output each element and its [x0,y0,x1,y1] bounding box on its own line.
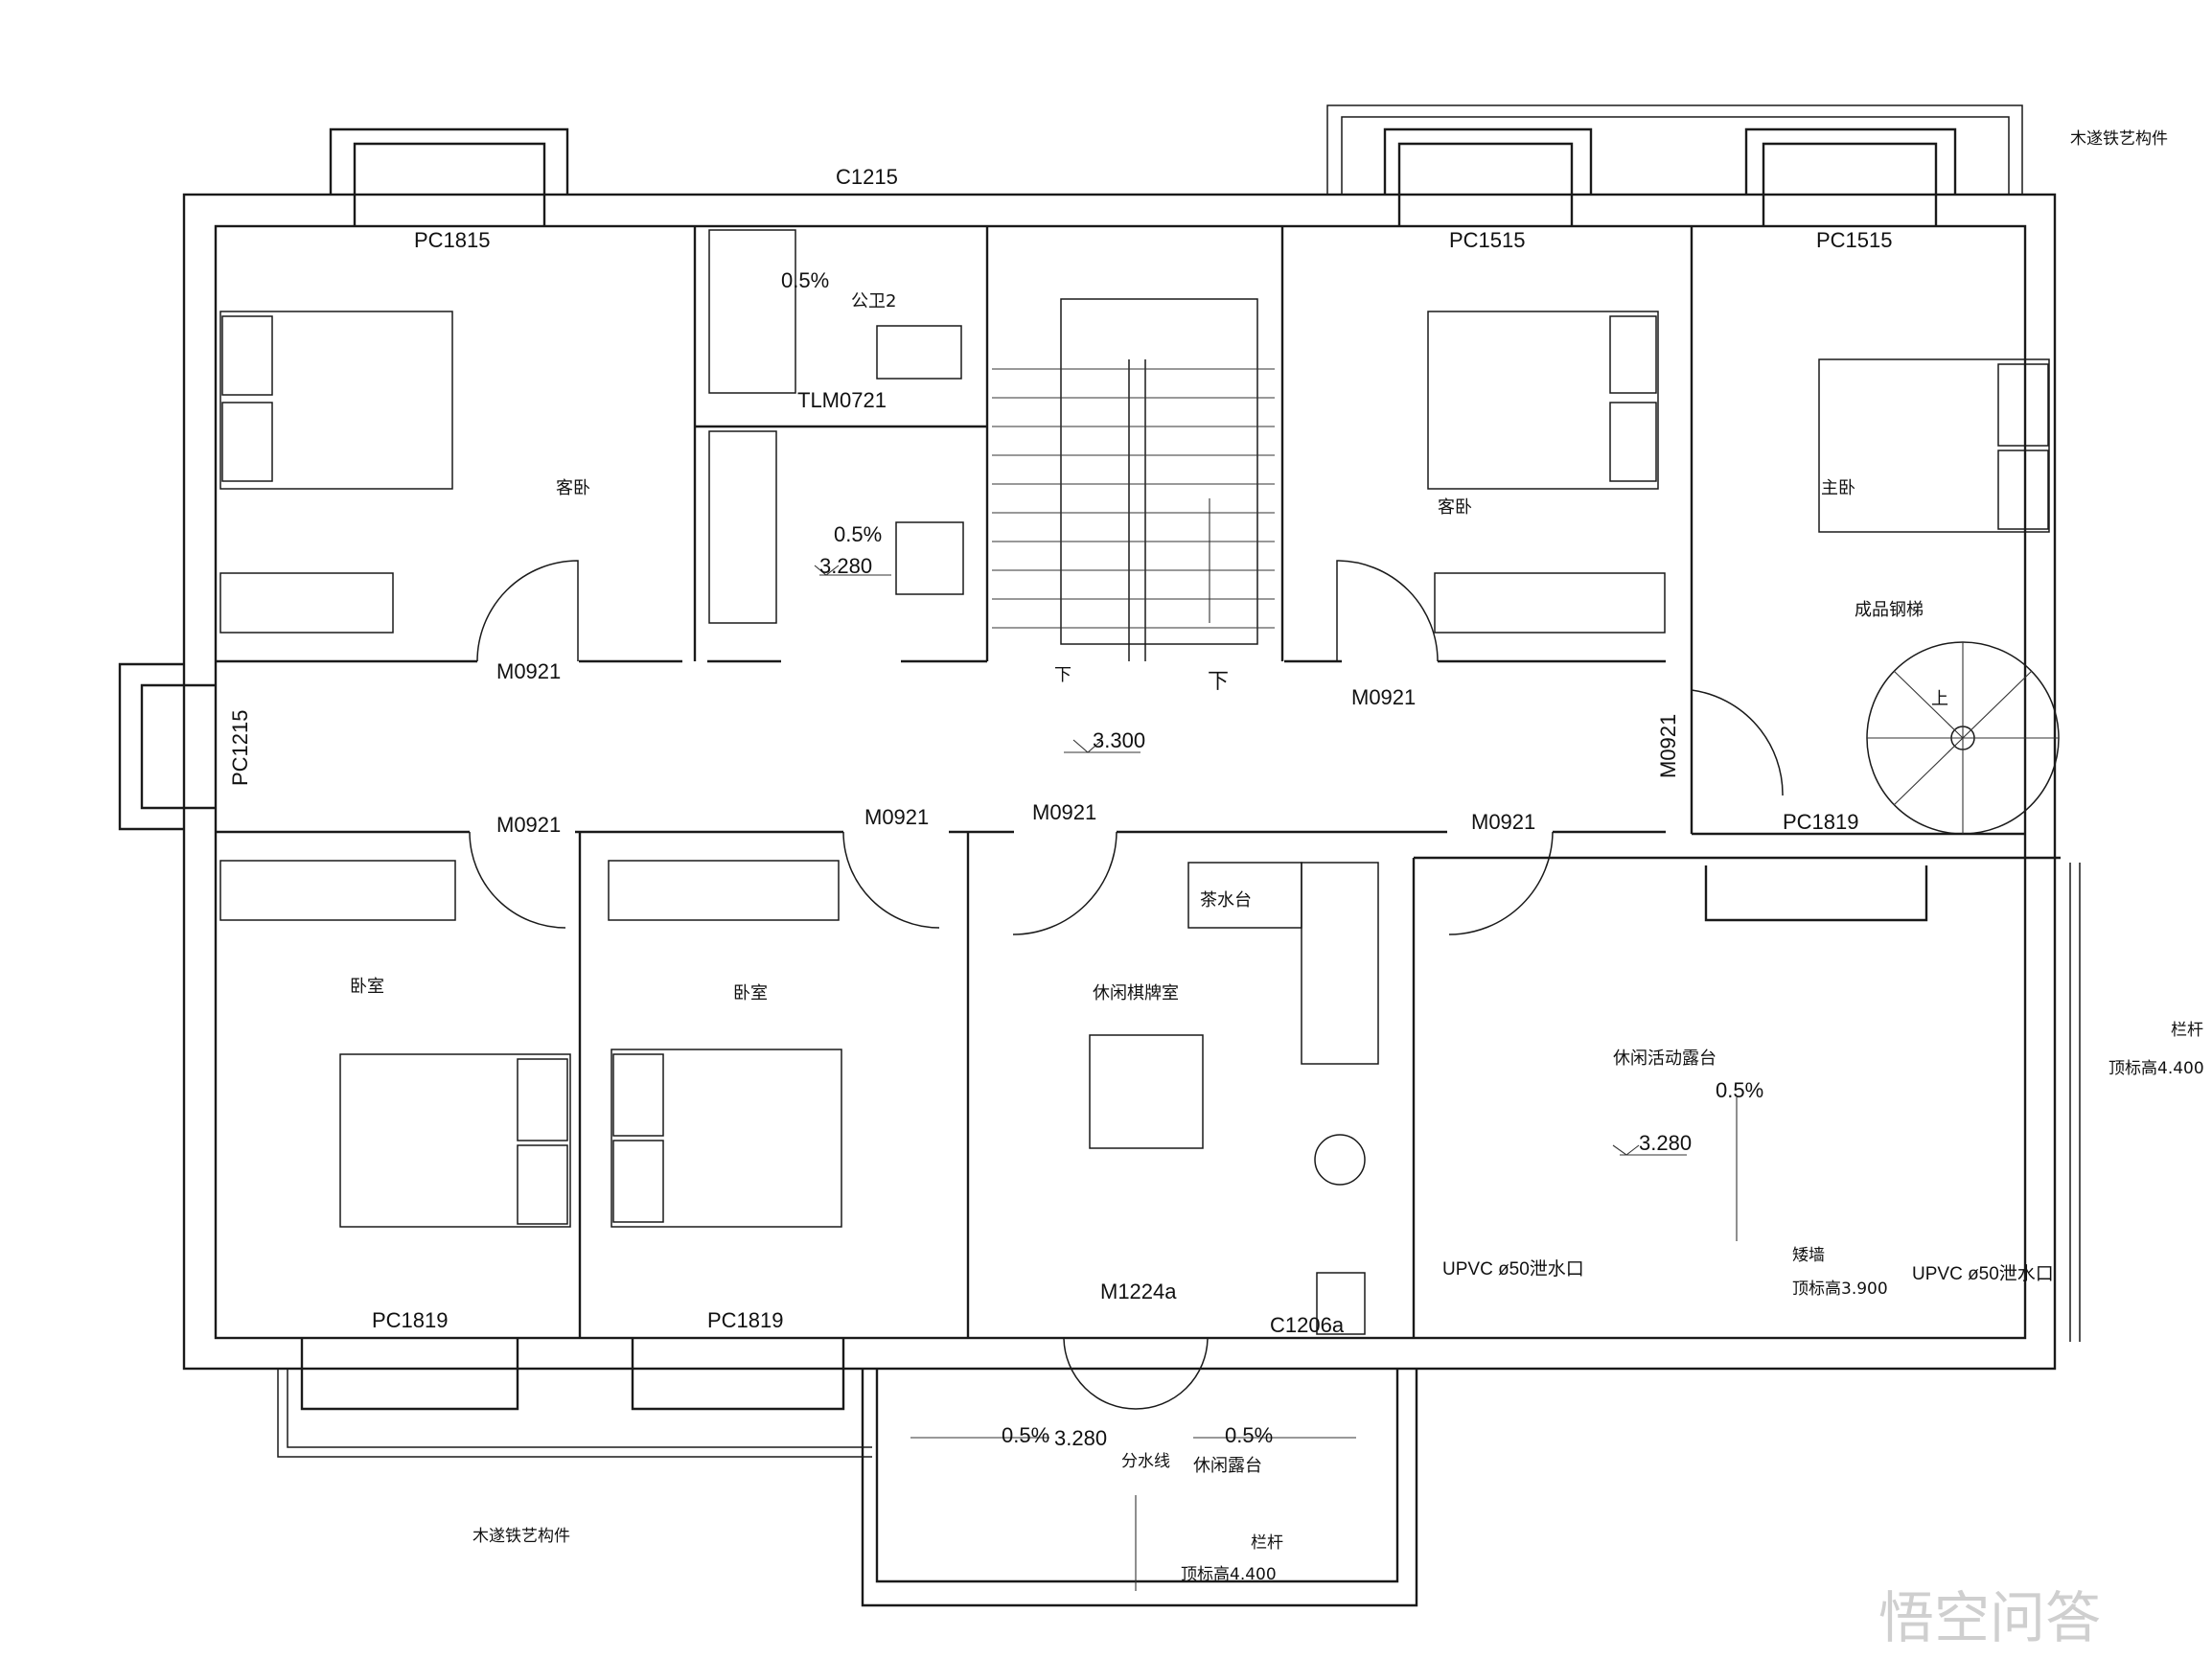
bed-icon [339,1053,571,1228]
room-label: 休闲活动露台 [1613,1049,1717,1069]
annotation: 栏杆 [1251,1533,1283,1553]
level-value: 3.280 [819,554,872,578]
door-code: TLM0721 [797,388,887,412]
window-code: PC1819 [707,1308,784,1332]
bed-icon [1427,311,1659,490]
sink-icon [708,430,777,624]
room-label: 卧室 [350,977,384,997]
slope-value: 0.5% [781,268,829,292]
room-label: 休闲露台 [1193,1456,1262,1476]
annotation: 木遂铁艺构件 [2070,129,2168,149]
level-value: 3.300 [1093,728,1145,752]
slope-value: 0.5% [1225,1423,1273,1447]
tea-cabinet-icon [1301,862,1379,1065]
window-code: PC1215 [228,709,252,786]
window-code: PC1819 [1783,810,1859,834]
annotation: 木遂铁艺构件 [472,1527,570,1546]
annotation: 顶标高3.900 [1792,1280,1888,1299]
room-label: 休闲棋牌室 [1093,983,1179,1003]
stair-direction: 下 [1054,665,1071,685]
room-label: 主卧 [1821,478,1855,498]
window-code: PC1515 [1449,228,1526,252]
annotation: UPVC ø50泄水口 [1442,1258,1584,1280]
wardrobe-icon [1434,572,1666,634]
slope-value: 0.5% [1002,1423,1049,1447]
stair-direction: 上 [1931,689,1948,709]
window-code: PC1819 [372,1308,449,1332]
furniture [219,229,2050,1335]
watermark: 悟空问答 [1878,1585,2101,1650]
slope-value: 0.5% [834,522,882,546]
annotation: 顶标高4.400 [1181,1565,1277,1584]
stairwell [992,298,1275,661]
annotation: 顶标高4.400 [2108,1059,2204,1078]
room-label: 客卧 [556,478,590,498]
level-value: 3.280 [1639,1131,1692,1155]
door-code: M1224a [1100,1280,1177,1303]
room-label: 茶水台 [1200,890,1252,911]
toilet-icon [876,325,962,380]
window-code: C1215 [836,165,898,189]
wardrobe-icon [219,860,456,921]
room-label: 成品钢梯 [1855,600,1924,620]
annotation: 矮墙 [1792,1246,1825,1265]
annotation: 栏杆 [2171,1021,2203,1040]
window-code: PC1515 [1816,228,1893,252]
exterior-walls [118,104,2057,1371]
level-value: 3.280 [1054,1426,1107,1450]
door-code: M0921 [1656,714,1680,778]
door-code: M0921 [496,659,561,683]
annotation: UPVC ø50泄水口 [1912,1263,2054,1284]
door-code: M0921 [1471,810,1535,834]
stair-direction: 下 [1208,670,1229,694]
bed-icon [611,1049,842,1228]
interior-walls [216,226,2061,1338]
slope-value: 0.5% [1716,1078,1763,1102]
door-code: M0921 [496,813,561,837]
bed-icon [1818,358,2050,533]
room-label: 卧室 [733,983,768,1003]
wardrobe-icon [219,572,394,634]
annotation: 分水线 [1121,1452,1170,1471]
spiral-stair-icon [1866,641,2060,835]
bed-icon [219,311,453,490]
window-code: C1206a [1270,1313,1345,1337]
shower-icon [895,521,964,595]
game-table-icon [1089,1034,1204,1149]
front-terrace [277,863,2081,1607]
wardrobe-icon [608,860,840,921]
door-code: M0921 [864,805,929,829]
window-code: PC1815 [414,228,491,252]
door-code: M0921 [1351,685,1416,709]
room-label: 客卧 [1438,497,1472,518]
door-code: M0921 [1032,800,1096,824]
room-label: 公卫2 [851,291,896,311]
level-markers [814,565,1738,1591]
doors [469,560,1784,1410]
labels: C1215 PC1815 PC1515 PC1515 TLM0721 PC121… [228,129,2204,1650]
bathtub-icon [708,229,796,394]
